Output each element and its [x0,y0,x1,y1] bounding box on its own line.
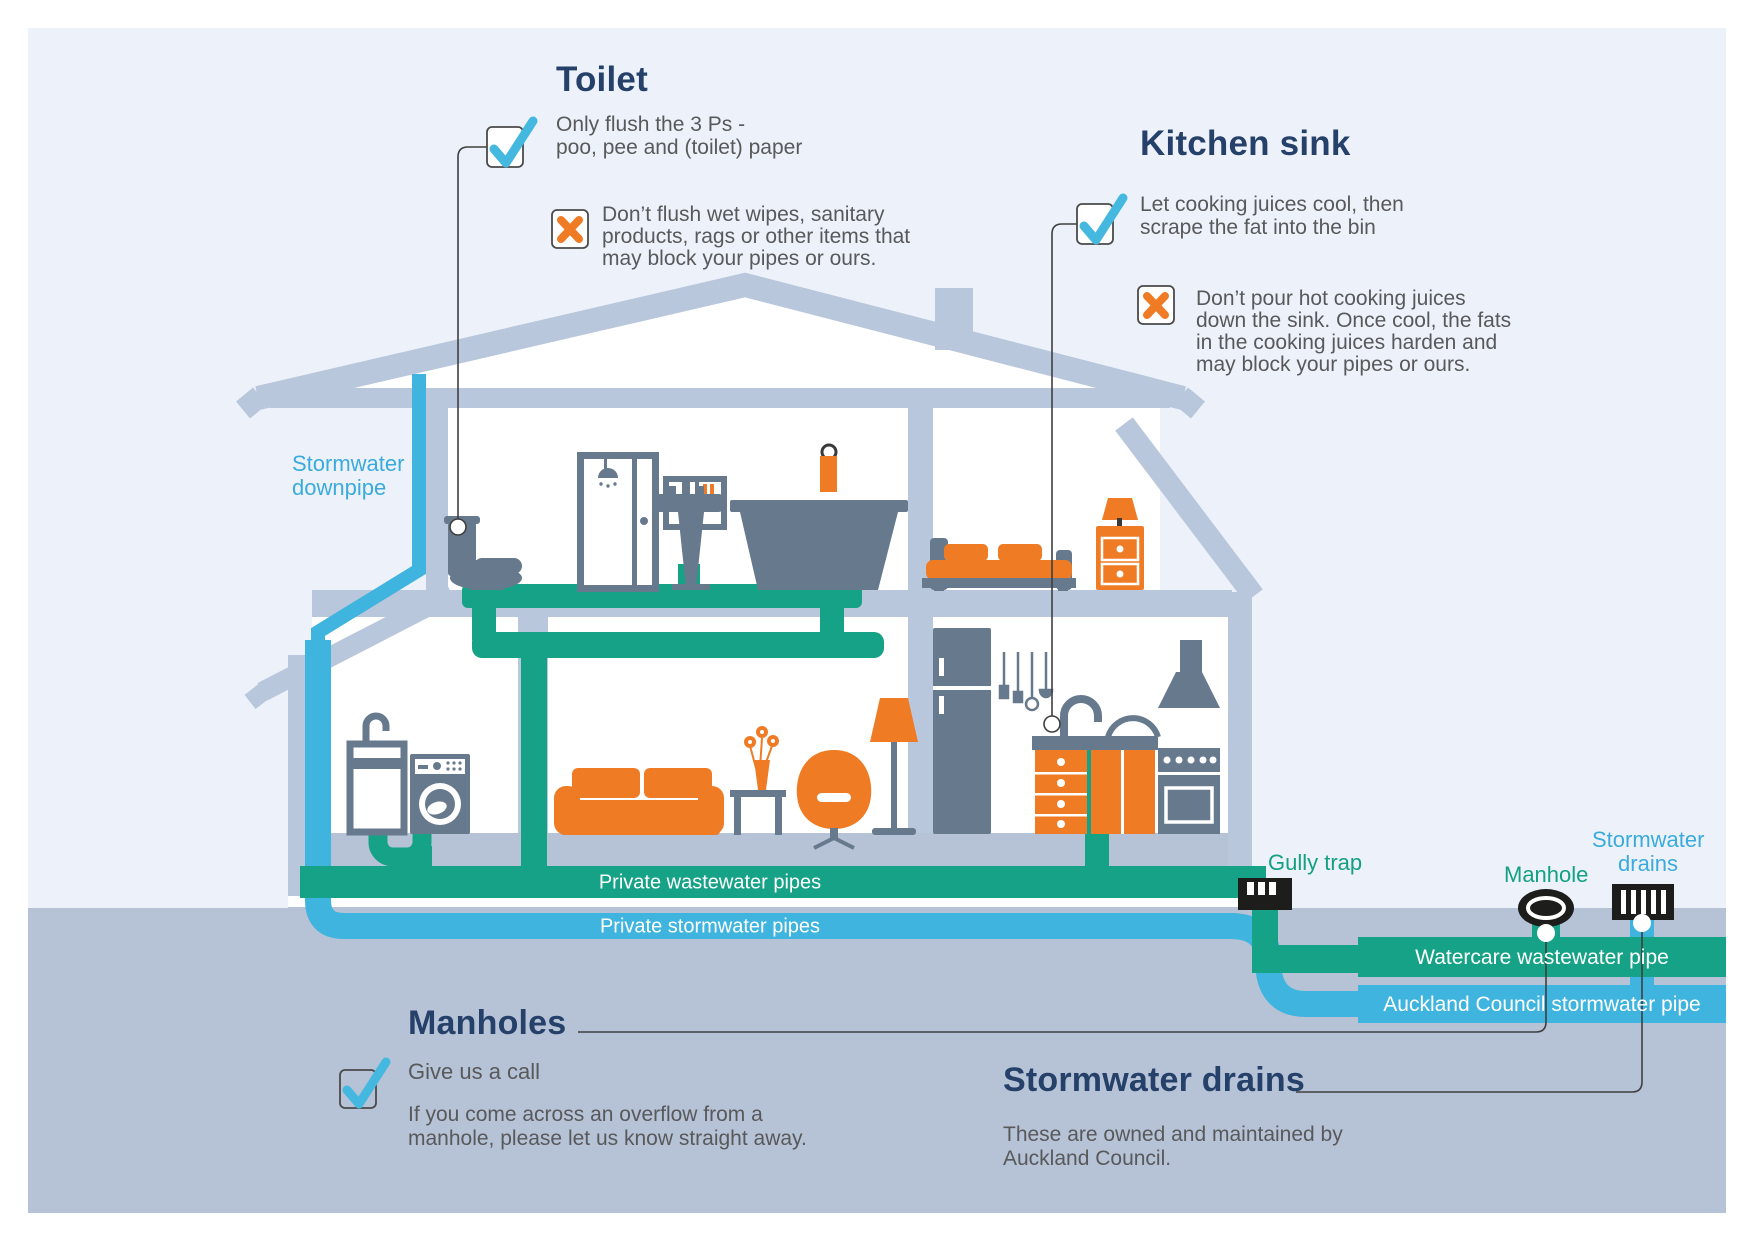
fridge [933,628,991,834]
kitchen-do-line: Let cooking juices cool, then [1140,193,1404,216]
gully-trap-label: Gully trap [1268,850,1363,875]
laundry-tub [346,712,408,836]
kitchen-check-icon [1076,193,1128,245]
roof [255,272,1186,410]
kitchen-dont-line: Don’t pour hot cooking juices [1196,287,1466,310]
stormwater-downpipe-label: downpipe [292,475,387,500]
counter-top [1032,736,1158,750]
manholes-do-heading: Give us a call [408,1059,541,1084]
callout-connector-dots [449,518,1651,942]
living-room [554,698,918,850]
manhole-cover [1518,889,1574,927]
toilet-dont-line: products, rags or other items that [602,225,911,248]
kitchen-dont-line: down the sink. Once cool, the fats [1196,309,1512,332]
council-stormwater-pipe [1358,985,1726,1023]
manholes-body-line: manhole, please let us know straight awa… [408,1127,807,1150]
stormwater-drains-label: Stormwater [1592,827,1705,852]
toilet-connector-dot [449,518,467,536]
private-wastewater-pipes-label: Private wastewater pipes [598,871,822,894]
eave-soffit [270,388,1170,408]
bedroom [922,498,1144,591]
egg-chair [796,750,872,850]
laundry [346,712,470,836]
washing-machine [410,754,470,834]
manhole-label: Manhole [1504,862,1589,887]
kitchen-cross-icon [1137,285,1175,325]
right-leanto-roof [1115,417,1263,603]
manhole-connector-dot [1537,924,1555,942]
stormwater-downpipe-label: Stormwater [292,451,405,476]
watercare-wastewater-pipe [1358,937,1726,977]
manholes-body-line: If you come across an overflow from a [408,1103,763,1126]
upper-left-wall [426,400,448,592]
range-hood [1158,640,1220,708]
bath-bed-divider-wall [908,400,933,590]
towel-ring [820,443,838,492]
callout-leaders [457,146,1643,1093]
stormwater-drains-body-line: Auckland Council. [1003,1147,1172,1170]
bathtub [730,500,908,590]
kitchen-connector-dot [1043,715,1061,733]
manholes-leader-line [578,941,1547,1033]
manholes-check-icon [339,1057,391,1109]
manholes-title: Manholes [408,1004,567,1042]
toilet-title: Toilet [556,60,648,99]
kitchen-leader-line [1051,223,1077,716]
kitchen-sink-title: Kitchen sink [1140,124,1351,163]
couch [554,768,724,835]
drain-connector-dot [1633,914,1651,932]
toilet-dont-line: may block your pipes or ours. [602,247,877,270]
toilet-dont-line: Don’t flush wet wipes, sanitary [602,203,885,226]
shower-stall [577,452,659,592]
kitchen-do-line: scrape the fat into the bin [1140,216,1376,239]
pedestal-sink [654,482,724,590]
bathroom [444,443,908,592]
side-table [730,726,786,835]
bed [922,538,1076,591]
auckland-council-stormwater-pipe-label: Auckland Council stormwater pipe [1383,993,1701,1016]
nightstand [1096,498,1144,590]
dish [1105,715,1161,738]
house-structure [236,272,1263,896]
floor-lamp [870,698,918,835]
kitchen [933,628,1220,834]
stormwater-drains-title: Stormwater drains [1003,1061,1305,1099]
kitchen-right-wall [1228,592,1252,896]
toilet [444,516,522,590]
toilet-do-line: Only flush the 3 Ps - [556,113,746,136]
toilet-cross-icon [551,209,589,249]
kitchen-dont-line: may block your pipes or ours. [1196,353,1471,376]
stormwater-drains-label: drains [1618,851,1678,876]
kitchen-dont-line: in the cooking juices harden and [1196,331,1498,354]
kitchen-faucet [1060,695,1102,737]
private-stormwater-pipes-label: Private stormwater pipes [599,915,821,938]
stove [1158,748,1220,834]
toilet-leader-line [457,146,487,519]
stormwater-drains-body-line: These are owned and maintained by [1003,1123,1343,1146]
gully-trap [1238,878,1292,910]
stormwater-drain-grate [1612,884,1674,920]
kitchen-cabinets [1035,750,1155,834]
watercare-wastewater-pipe-label: Watercare wastewater pipe [1415,946,1669,969]
drains-leader-line [1296,931,1643,1093]
left-leanto-roof [257,585,457,701]
toilet-do-line: poo, pee and (toilet) paper [556,136,803,159]
toilet-check-icon [486,116,538,168]
